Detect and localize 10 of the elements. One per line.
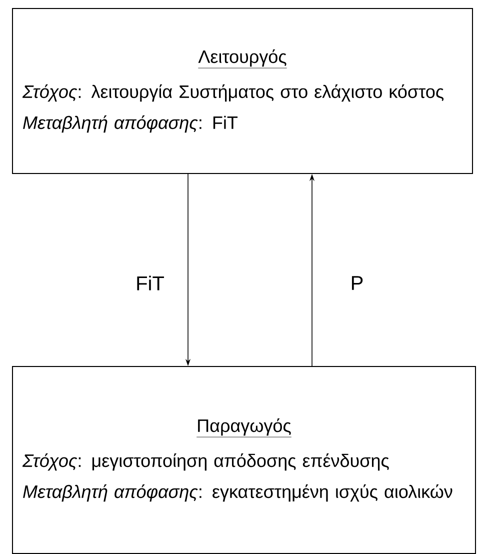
edge-label: FiT — [134, 274, 166, 292]
role-box — [12, 366, 476, 554]
role-box — [12, 8, 473, 174]
description-text: Στόχος: λειτουργία Συστήματος στο ελάχιστο κόστος — [22, 84, 444, 102]
description-text: Μεταβλητή απόφασης: FiT — [23, 115, 238, 133]
description-text: Στόχος: μεγιστοποίηση απόδοσης επένδυσης — [22, 453, 389, 471]
heading: Παραγωγός — [196, 418, 292, 438]
heading: Λειτουργός — [198, 49, 288, 68]
edge-label: P — [349, 275, 365, 291]
description-text: Μεταβλητή απόφασης: εγκατεστημένη ισχύς αιολικών — [23, 484, 452, 502]
